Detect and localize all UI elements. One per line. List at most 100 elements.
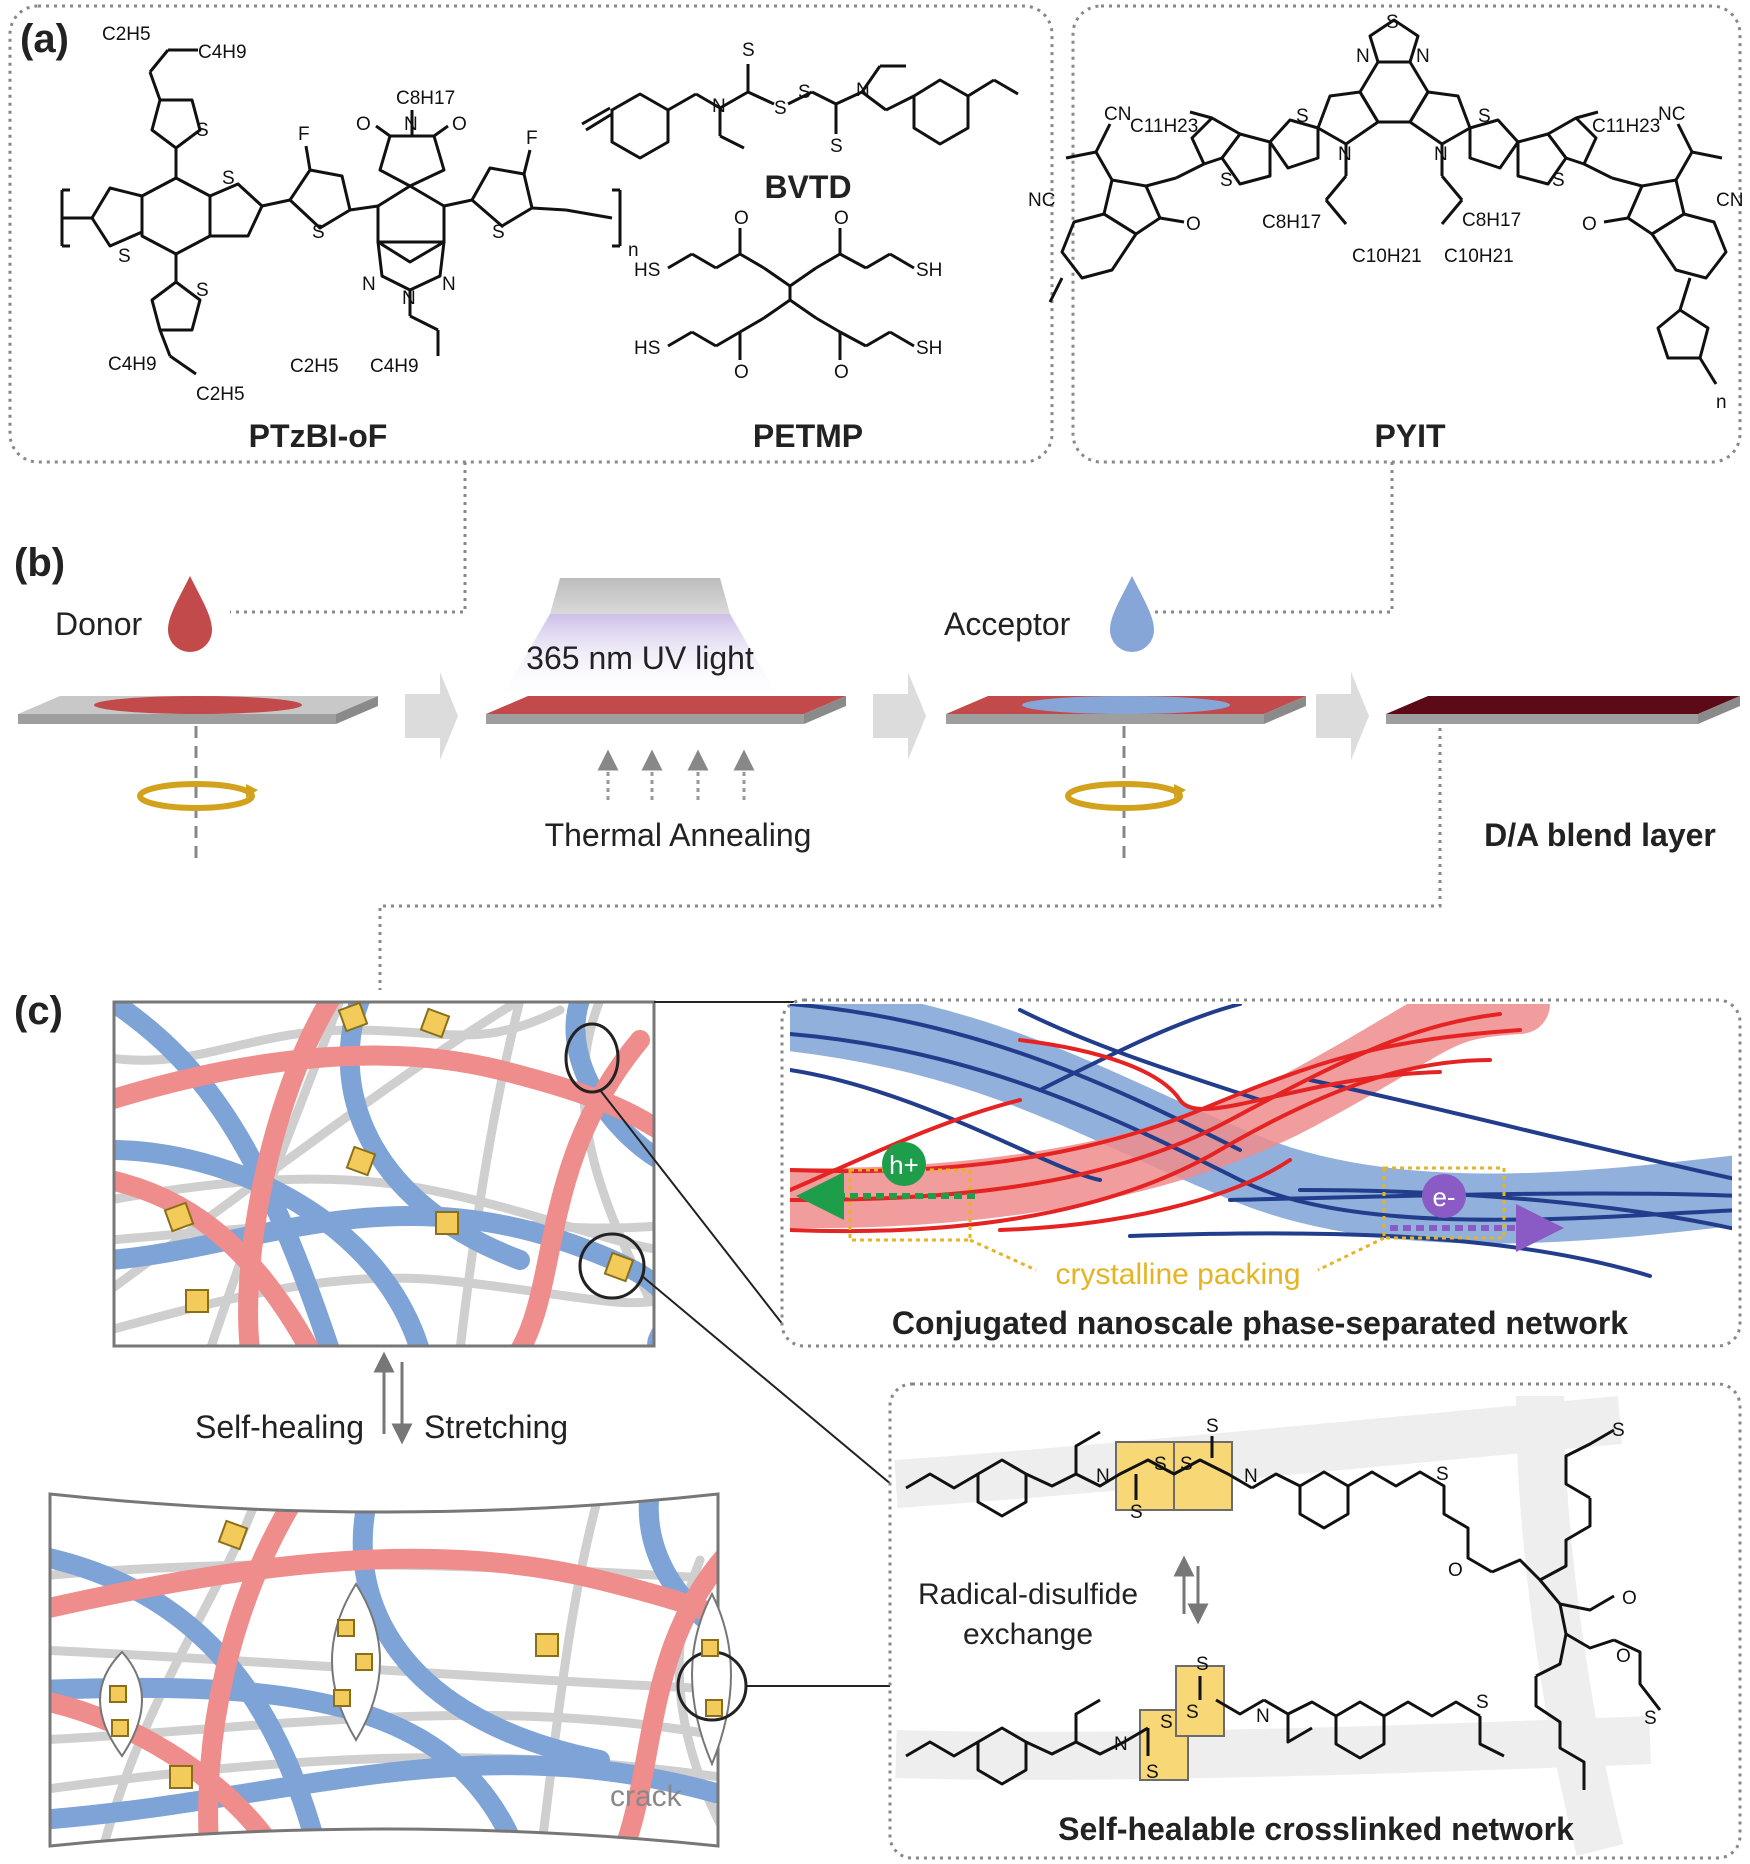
atom-s: S [492, 222, 505, 243]
atom-s: S [1386, 12, 1399, 33]
network-stretched: crack [48, 1492, 892, 1848]
connector-donor [230, 462, 467, 614]
atom-s: S [1220, 170, 1233, 191]
atom-s: S [830, 136, 843, 157]
atom-n: N [1434, 144, 1448, 165]
atom-n: N [856, 80, 870, 101]
ptzbi-structure [60, 48, 622, 376]
atom-n: N [1338, 144, 1352, 165]
substituent-c2h5: C2H5 [196, 384, 245, 405]
atom-o: O [1622, 1588, 1637, 1609]
atom-s: S [1436, 1464, 1449, 1485]
atom-s: S [742, 40, 755, 61]
panel-a: (a) [8, 4, 1743, 614]
panel-a-right-frame [1071, 4, 1742, 464]
panel-a-label: (a) [20, 17, 69, 61]
network-unstretched [112, 1000, 911, 1501]
subscript-n: n [1716, 392, 1727, 413]
radical-exchange-label-1: Radical-disulfide [918, 1578, 1138, 1611]
self-healing-label: Self-healing [195, 1409, 364, 1445]
uv-lamp-icon [550, 578, 730, 614]
atom-f: F [298, 124, 310, 145]
atom-f: F [526, 128, 538, 149]
atom-o: O [734, 362, 749, 383]
atom-s: S [1196, 1654, 1209, 1675]
atom-s: S [774, 98, 787, 119]
spin-arrow-icon [137, 781, 255, 811]
panel-b: (b) Donor 365 nm UV light Ther [14, 541, 1740, 990]
panel-c: (c) [14, 989, 1742, 1860]
atom-s: S [1478, 106, 1491, 127]
ptzbi-label: PTzBI-oF [249, 418, 388, 454]
panel-c-label: (c) [14, 989, 63, 1033]
atom-sh: SH [916, 338, 942, 359]
atom-o: O [452, 114, 467, 135]
zoom-ellipse [564, 1022, 620, 1094]
bvtd-label: BVTD [764, 169, 851, 205]
atom-o: O [356, 114, 371, 135]
thermal-annealing-label: Thermal Annealing [545, 817, 812, 853]
conjugated-network-box: h+ e- crystalline packing Conjugated nan… [780, 998, 1742, 1348]
crack-label: crack [610, 1780, 683, 1813]
atom-o: O [1582, 214, 1597, 235]
hole-label: h+ [889, 1150, 919, 1180]
substituent-c10h21: C10H21 [1444, 246, 1514, 267]
pyit-label: PYIT [1374, 418, 1446, 454]
panel-a-left-frame [8, 4, 1054, 464]
atom-s: S [1130, 1502, 1143, 1523]
atom-s: S [196, 280, 209, 301]
atom-n: N [712, 96, 726, 117]
atom-n: N [1356, 46, 1370, 67]
atom-hs: HS [634, 338, 660, 359]
crosslinked-network-box: N N S S S S S S O O O S Radical-disulfid… [888, 1382, 1742, 1860]
atom-s: S [1644, 1708, 1657, 1729]
atom-s: S [1296, 106, 1309, 127]
atom-s: S [1154, 1454, 1167, 1475]
substituent-c2h5: C2H5 [290, 356, 339, 377]
process-arrow-icon [873, 672, 926, 760]
crack-icon [691, 1591, 732, 1767]
blend-layer-label: D/A blend layer [1484, 817, 1716, 853]
substituent-c11h23: C11H23 [1130, 116, 1198, 137]
atom-s: S [1552, 170, 1565, 191]
conjugated-network-title: Conjugated nanoscale phase-separated net… [892, 1305, 1628, 1341]
substrate-step3 [946, 696, 1306, 860]
atom-s: S [1476, 1692, 1489, 1713]
atom-s: S [196, 120, 209, 141]
selfheal-network-title: Self-healable crosslinked network [1058, 1811, 1574, 1847]
zoom-circle [578, 1232, 646, 1300]
atom-s: S [222, 168, 235, 189]
substrate-step1 [18, 696, 378, 860]
atom-o: O [1186, 214, 1201, 235]
substituent-c8h17: C8H17 [1262, 212, 1321, 233]
atom-o: O [834, 208, 849, 229]
substrate-step2 [486, 696, 846, 800]
donor-film [94, 696, 302, 714]
hole-icon [882, 1142, 926, 1186]
substituent-c10h21: C10H21 [1352, 246, 1422, 267]
atom-o: O [834, 362, 849, 383]
atom-s: S [312, 222, 325, 243]
crosslink-icon [163, 1001, 635, 1313]
substituent-c8h17: C8H17 [1462, 210, 1521, 231]
atom-n: N [1244, 1466, 1258, 1487]
crosslink-icon [109, 1519, 723, 1789]
atom-nc: NC [1658, 104, 1685, 125]
atom-s: S [1146, 1762, 1159, 1783]
bvtd-structure [581, 64, 1019, 160]
atom-s: S [1186, 1702, 1199, 1723]
atom-o: O [734, 208, 749, 229]
crack-icon [99, 1650, 143, 1758]
crystalline-box [1382, 1166, 1506, 1240]
atom-s: S [1180, 1454, 1193, 1475]
atom-s: S [1206, 1416, 1219, 1437]
atom-n: N [1256, 1706, 1270, 1727]
radical-exchange-label-2: exchange [963, 1618, 1093, 1651]
connector-blend [378, 728, 1442, 990]
panel-b-label: (b) [14, 541, 65, 585]
spin-arrow-icon [1065, 781, 1183, 811]
atom-n: N [404, 114, 418, 135]
electron-icon [1422, 1174, 1466, 1218]
atom-hs: HS [634, 260, 660, 281]
